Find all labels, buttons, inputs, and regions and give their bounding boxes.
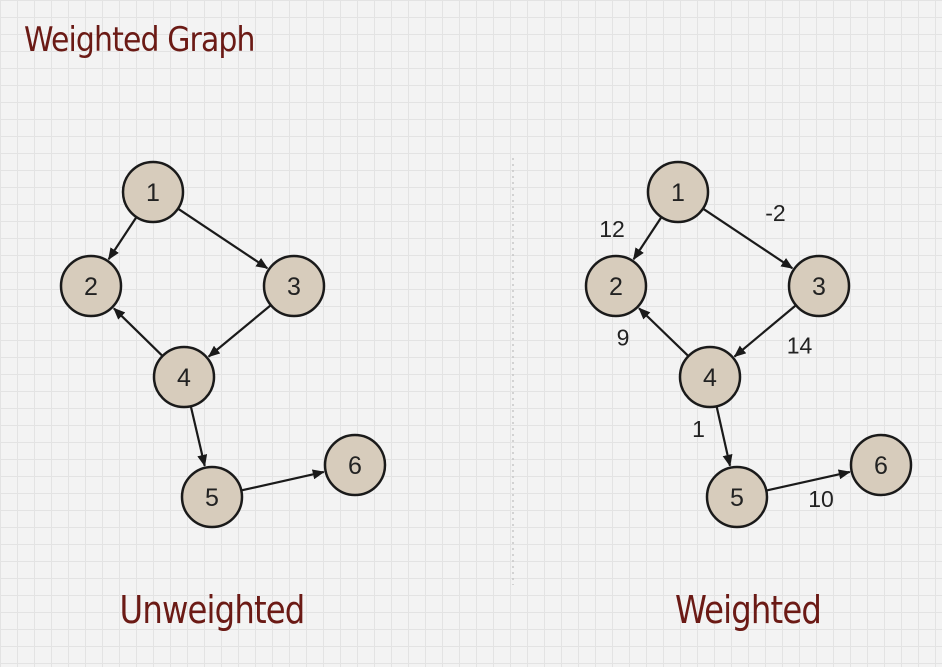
- node-circle: [121, 160, 185, 224]
- node-label: 1: [671, 179, 685, 207]
- caption-weighted: Weighted: [674, 588, 822, 632]
- edge-weight-3-4: 14: [787, 333, 813, 359]
- edge-3-4: [733, 305, 796, 358]
- node-circle: [705, 465, 769, 529]
- node-3: 3: [262, 254, 326, 318]
- node-circle: [262, 254, 326, 318]
- node-label: 6: [348, 452, 362, 480]
- page-title: Weighted Graph: [24, 20, 255, 60]
- node-circle: [59, 254, 123, 318]
- edge-weight-5-6: 10: [808, 486, 834, 512]
- node-2: 2: [584, 254, 648, 318]
- edge-4-2: [113, 307, 163, 357]
- node-circle: [323, 433, 387, 497]
- node-circle: [678, 345, 742, 409]
- node-3: 3: [787, 254, 851, 318]
- node-1: 1: [646, 160, 710, 224]
- unweighted-graph: 1 2 3 4 5 6: [59, 160, 387, 529]
- node-label: 6: [874, 452, 888, 480]
- node-label: 2: [84, 273, 98, 301]
- node-6: 6: [323, 433, 387, 497]
- node-label: 5: [730, 484, 744, 512]
- node-2: 2: [59, 254, 123, 318]
- edge-1-3: [703, 208, 794, 270]
- node-circle: [584, 254, 648, 318]
- node-circle: [152, 345, 216, 409]
- edge-1-2: [107, 217, 137, 261]
- node-label: 2: [609, 273, 623, 301]
- edge-1-3: [178, 208, 269, 270]
- node-circle: [849, 433, 913, 497]
- node-4: 4: [678, 345, 742, 409]
- caption-unweighted: Unweighted: [119, 588, 306, 632]
- node-circle: [180, 465, 244, 529]
- edge-weight-1-3: -2: [765, 200, 785, 226]
- node-label: 3: [812, 273, 826, 301]
- edge-5-6: [767, 469, 851, 492]
- edge-4-5: [189, 406, 208, 467]
- node-label: 5: [205, 484, 219, 512]
- node-5: 5: [705, 465, 769, 529]
- node-label: 3: [287, 273, 301, 301]
- edge-4-5: [715, 407, 733, 467]
- node-circle: [787, 254, 851, 318]
- edge-weight-4-2: 9: [617, 325, 630, 351]
- node-1: 1: [121, 160, 185, 224]
- node-label: 4: [177, 364, 191, 392]
- edge-weight-4-5: 1: [692, 416, 705, 442]
- node-label: 4: [703, 364, 717, 392]
- edge-5-6: [242, 469, 325, 492]
- node-label: 1: [146, 179, 160, 207]
- edge-weight-1-2: 12: [599, 216, 625, 242]
- edge-3-4: [207, 304, 271, 358]
- node-6: 6: [849, 433, 913, 497]
- node-5: 5: [180, 465, 244, 529]
- node-4: 4: [152, 345, 216, 409]
- edge-1-2: [632, 217, 662, 261]
- node-circle: [646, 160, 710, 224]
- edge-4-2: [638, 307, 689, 357]
